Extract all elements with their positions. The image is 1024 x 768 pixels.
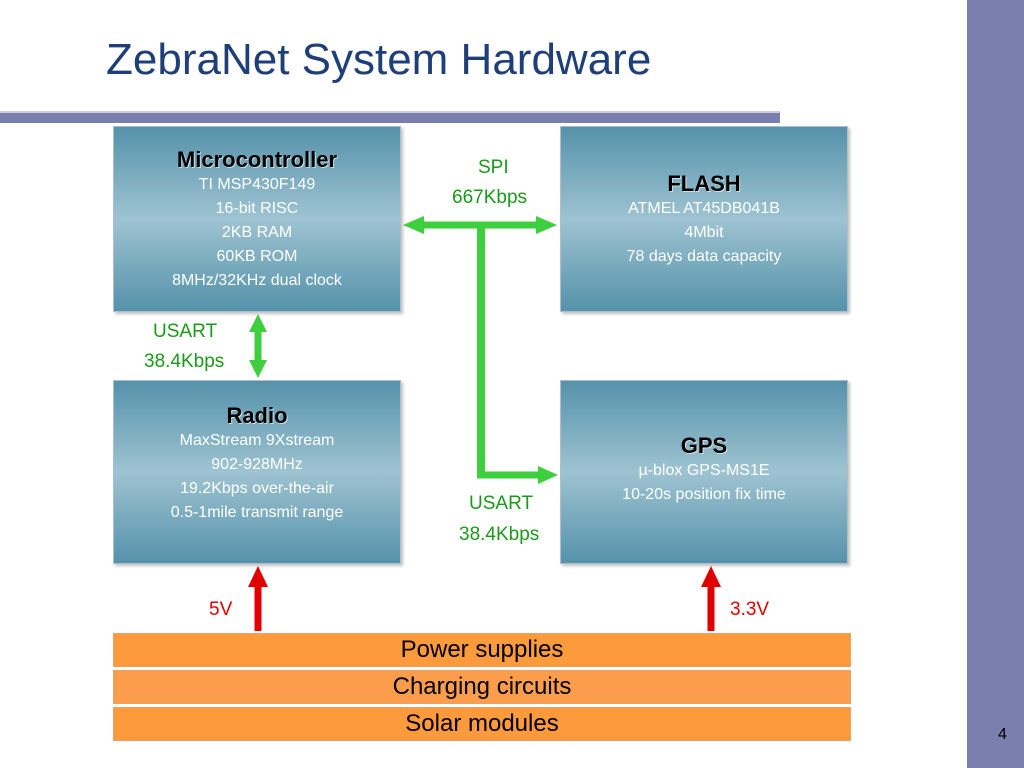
title-rule-highlight <box>0 111 780 113</box>
gps-heading: GPS <box>680 433 728 458</box>
flash-line: ATMEL AT45DB041B <box>628 200 780 217</box>
slide-title: ZebraNet System Hardware <box>106 35 652 84</box>
radio-voltage-label: 5V <box>209 599 233 620</box>
spi-to-gps-arrow <box>477 225 558 484</box>
usart-gps-rate-label: 38.4Kbps <box>459 524 540 545</box>
radio-line: MaxStream 9Xstream <box>179 432 335 449</box>
spi-rate-label: 667Kbps <box>452 187 528 208</box>
power-arrow-gps <box>701 566 721 631</box>
radio-line: 0.5-1mile transmit range <box>170 504 344 521</box>
radio-heading: Radio <box>226 403 288 428</box>
usart-gps-label: USART <box>469 493 534 514</box>
gps-line: 10-20s position fix time <box>622 486 786 503</box>
sidebar-band <box>967 0 1024 768</box>
radio-block: Radio MaxStream 9Xstream 902-928MHz 19.2… <box>113 380 401 564</box>
page-number: 4 <box>998 726 1007 743</box>
microcontroller-line: 60KB ROM <box>216 248 298 265</box>
usart-radio-rate-label: 38.4Kbps <box>144 351 225 372</box>
spi-label: SPI <box>478 157 509 178</box>
charging-circuits-bar: Charging circuits <box>113 670 851 704</box>
gps-voltage-label: 3.3V <box>730 599 770 620</box>
microcontroller-line: 8MHz/32KHz dual clock <box>172 272 342 289</box>
microcontroller-line: 16-bit RISC <box>215 200 299 217</box>
power-arrow-radio <box>248 566 268 631</box>
gps-line: µ-blox GPS-MS1E <box>638 462 770 479</box>
flash-block: FLASH ATMEL AT45DB041B 4Mbit 78 days dat… <box>560 126 848 312</box>
solar-modules-bar: Solar modules <box>113 707 851 741</box>
title-rule <box>0 113 780 123</box>
microcontroller-line: 2KB RAM <box>221 224 293 241</box>
radio-line: 902-928MHz <box>211 456 303 473</box>
flash-line: 78 days data capacity <box>626 248 782 265</box>
microcontroller-line: TI MSP430F149 <box>198 176 316 193</box>
gps-block: GPS µ-blox GPS-MS1E 10-20s position fix … <box>560 380 848 564</box>
radio-line: 19.2Kbps over-the-air <box>180 480 334 497</box>
microcontroller-block: Microcontroller TI MSP430F149 16-bit RIS… <box>113 126 401 312</box>
flash-heading: FLASH <box>667 171 741 196</box>
usart-radio-arrow <box>249 314 267 378</box>
power-supplies-bar: Power supplies <box>113 633 851 667</box>
flash-line: 4Mbit <box>684 224 724 241</box>
usart-radio-label: USART <box>153 321 218 342</box>
microcontroller-heading: Microcontroller <box>176 147 338 172</box>
